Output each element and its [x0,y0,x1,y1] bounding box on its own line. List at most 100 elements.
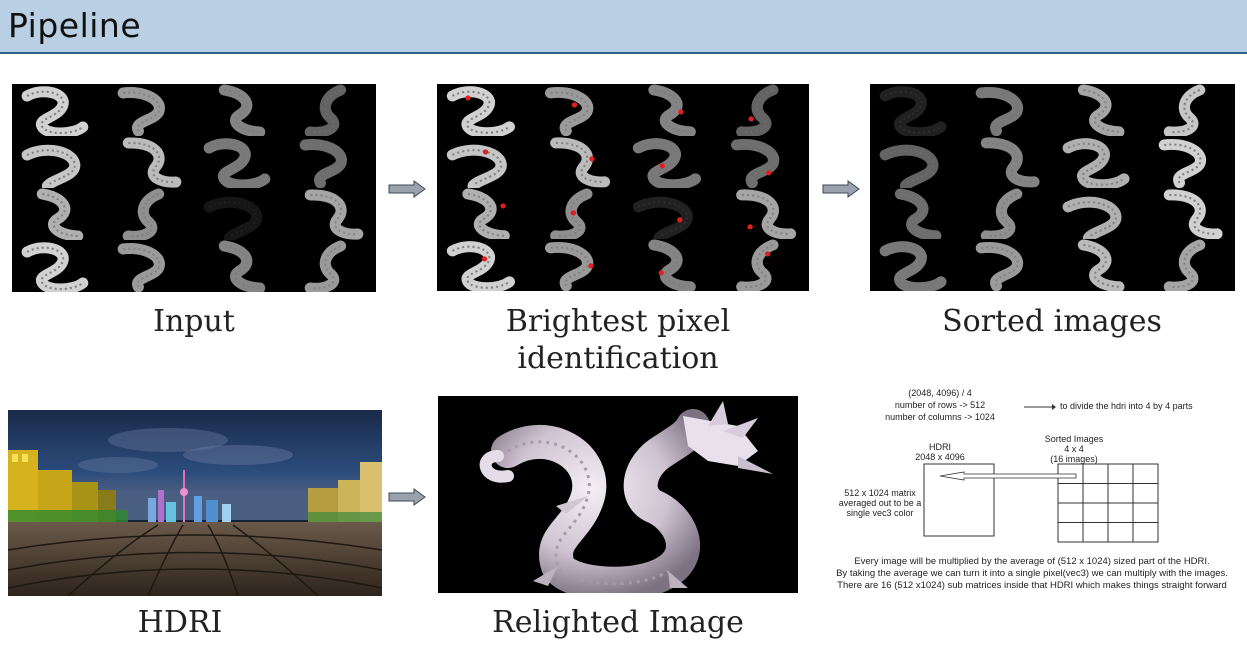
caption-sorted: Sorted images [942,304,1162,339]
brightest-dragon-thumbnail [437,187,530,240]
input-dragon-thumbnail [12,136,103,188]
caption-relighted: Relighted Image [492,605,744,640]
hdri-panorama-image [8,410,382,596]
brightest-dragon-thumbnail [716,84,809,136]
brightest-pixel-marker [589,156,595,162]
arrow-right-icon [822,180,860,198]
input-dragon-thumbnail [103,84,194,136]
input-dragon-thumbnail [194,84,285,136]
diagram-divide-note: to divide the hdri into 4 by 4 parts [1060,401,1193,411]
input-dragon-thumbnail [194,136,285,188]
input-dragon-thumbnail [285,240,376,292]
brightest-pixel-marker [588,263,594,269]
sorted-image-grid [870,84,1235,291]
caption-brightest-line2: identification [517,341,719,376]
sorted-dragon-thumbnail [1144,136,1235,188]
sorted-dragon-thumbnail [870,84,961,136]
hdri-illustration [8,410,382,596]
brightest-pixel-marker [658,270,664,276]
sorted-dragon-thumbnail [870,136,961,188]
brightest-dragon-thumbnail [716,239,809,291]
brightest-grid [437,84,809,291]
input-dragon-thumbnail [285,84,376,136]
arrow-right-icon [388,488,426,506]
relighted-dragon-illustration [479,401,773,593]
matrix-note-1: 512 x 1024 matrix [844,488,916,498]
sorted-dragon-thumbnail [1144,188,1235,240]
brightest-dragon-thumbnail [437,84,530,136]
sorted-dragon-thumbnail [1053,84,1144,136]
title-bar: Pipeline [0,0,1247,54]
brightest-dragon-thumbnail [530,84,623,136]
hdri-label-2: 2048 x 4096 [915,452,965,462]
brightest-dragon-thumbnail [437,239,530,291]
input-image-grid [12,84,376,292]
sorted-dragon-thumbnail [1144,84,1235,136]
brightest-pixel-marker [481,256,488,262]
brightest-dragon-thumbnail [530,239,623,291]
brightest-dragon-thumbnail [623,136,716,188]
input-dragon-thumbnail [103,240,194,292]
input-dragon-thumbnail [12,84,103,136]
brightest-pixel-marker [678,109,684,115]
input-dragon-thumbnail [194,188,285,240]
divide-arrow-icon [1024,404,1056,410]
brightest-pixel-marker [500,202,506,209]
brightest-dragon-thumbnail [716,188,809,240]
matrix-note-2: averaged out to be a [838,498,922,508]
relighted-image [438,396,798,593]
input-dragon-thumbnail [285,136,376,188]
brightest-pixel-marker [748,116,754,122]
brightest-pixel-marker [571,102,578,108]
sorted-dragon-thumbnail [870,187,961,240]
brightest-dragon-thumbnail [437,136,530,188]
sorted-label-1: Sorted Images [1044,434,1104,444]
brightest-pixel-marker [465,95,471,101]
sorted-dragon-thumbnail [961,136,1052,188]
brightest-dragon-thumbnail [623,84,716,136]
diagram-line-1: (2048, 4096) / 4 [908,388,972,398]
hdri-matrix-diagram [923,463,1159,543]
brightest-dragon-thumbnail [530,187,623,240]
footer-note-2: By taking the average we can turn it int… [836,568,1228,579]
input-dragon-thumbnail [194,240,285,292]
sorted-label-3: (16 images) [1050,454,1098,464]
caption-hdri: HDRI [137,605,223,640]
diagram-line-3: number of columns -> 1024 [885,412,995,422]
brightest-pixel-marker [764,251,771,257]
sorted-dragon-thumbnail [870,239,961,291]
input-dragon-thumbnail [285,188,376,240]
brightest-dragon-thumbnail [623,188,716,240]
brightest-pixel-marker [677,216,683,222]
sorted-dragon-thumbnail [1053,136,1144,188]
caption-brightest-line1: Brightest pixel [505,304,731,339]
caption-input: Input [153,304,235,339]
brightest-pixel-marker [482,149,489,155]
hdri-label-1: HDRI [929,442,951,452]
arrow-right-icon [388,180,426,198]
sorted-dragon-thumbnail [961,84,1052,136]
sorted-dragon-thumbnail [1144,239,1235,291]
input-dragon-thumbnail [103,188,194,240]
sorted-label-2: 4 x 4 [1064,444,1084,454]
sorted-dragon-thumbnail [1053,188,1144,240]
brightest-pixel-marker [659,163,665,169]
sorted-dragon-thumbnail [1053,239,1144,291]
page-title: Pipeline [8,6,142,45]
diagram-line-2: number of rows -> 512 [894,400,986,410]
brightest-dragon-thumbnail [716,136,809,188]
input-dragon-thumbnail [103,136,194,188]
sorted-dragon-thumbnail [961,239,1052,291]
input-dragon-thumbnail [12,240,103,292]
brightest-pixel-marker [570,209,577,215]
brightest-dragon-thumbnail [623,239,716,291]
brightest-pixel-marker [766,169,772,176]
brightest-dragon-thumbnail [530,136,623,188]
footer-note-3: There are 16 (512 x1024) sub matrices in… [837,580,1227,591]
input-dragon-thumbnail [12,188,103,240]
matrix-note-3: single vec3 color [846,508,914,518]
sorted-dragon-thumbnail [961,187,1052,240]
input-grid [12,84,376,292]
brightest-pixel-marker [747,223,753,229]
footer-note-1: Every image will be multiplied by the av… [854,556,1210,567]
